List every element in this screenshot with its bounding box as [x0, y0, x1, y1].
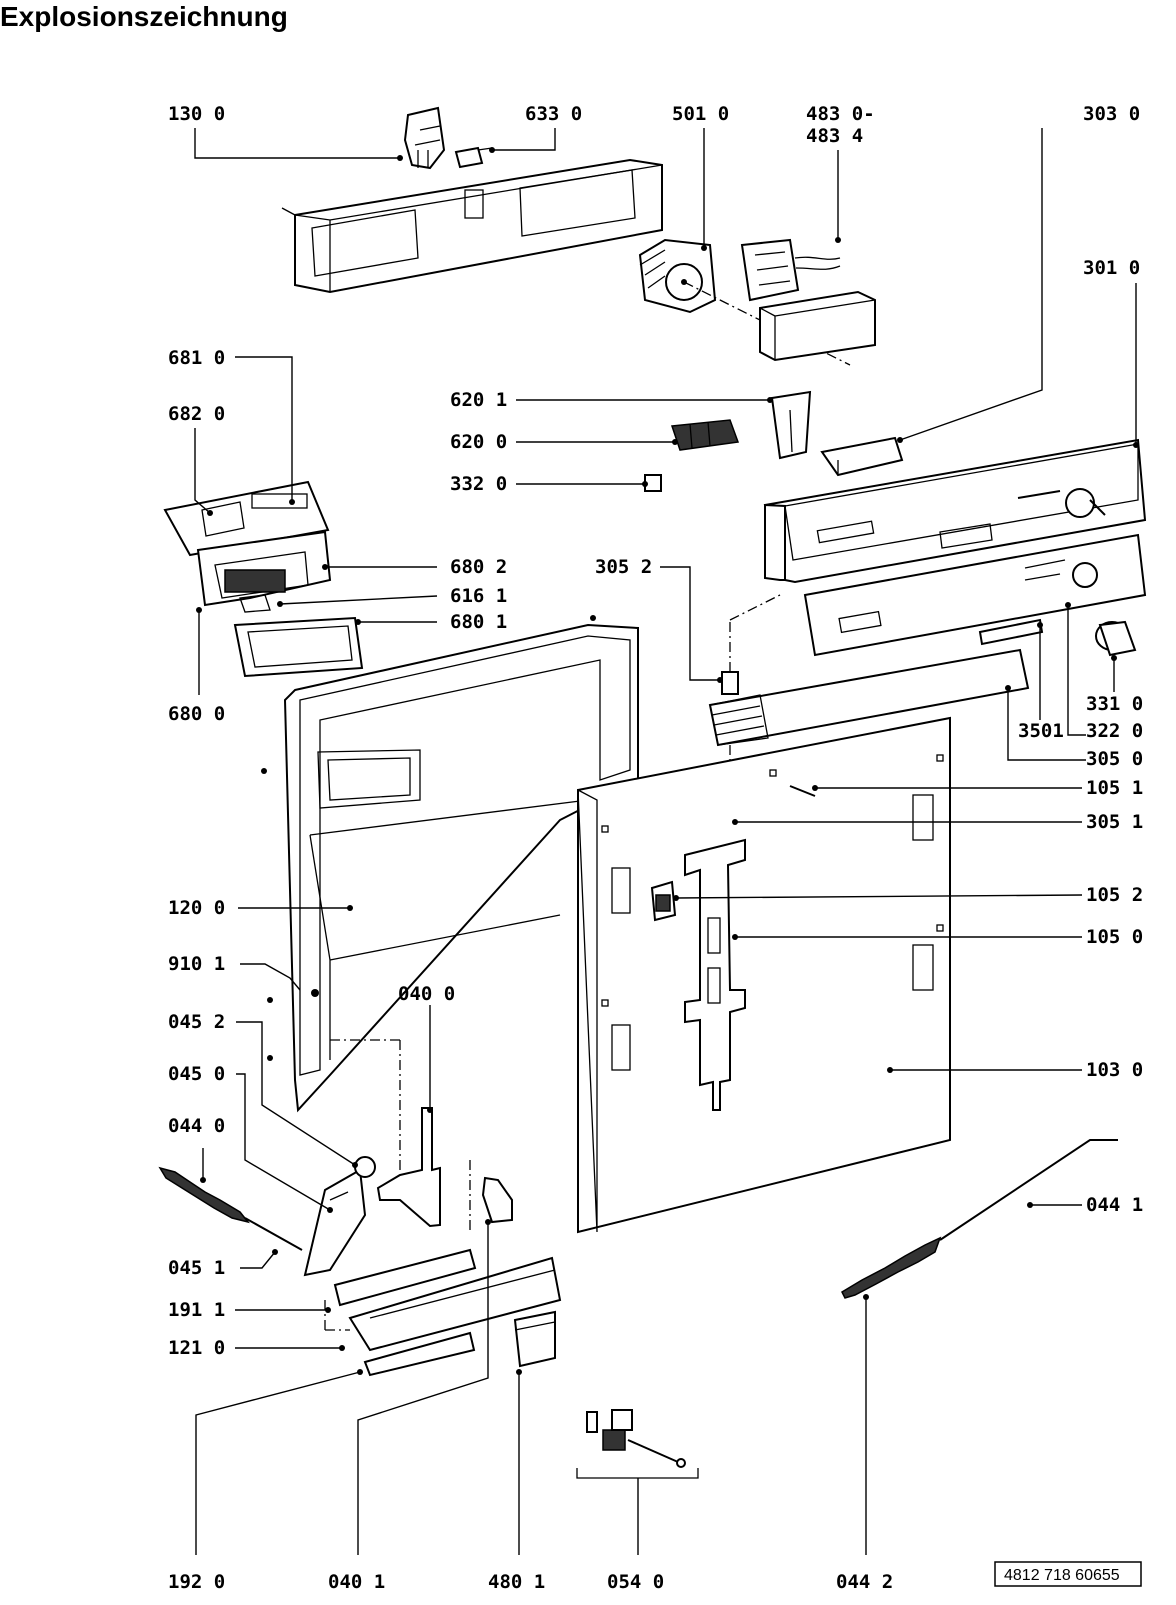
- part-spring-044-1: [841, 1139, 1118, 1299]
- label-682-0: 682 0: [168, 403, 225, 425]
- label-483-0: 483 0-: [806, 103, 875, 125]
- label-332-0: 332 0: [450, 473, 507, 495]
- label-191-1: 191 1: [168, 1299, 225, 1321]
- label-620-0: 620 0: [450, 431, 507, 453]
- label-331-0: 331 0: [1086, 693, 1143, 715]
- part-bracket-480: [513, 1310, 556, 1368]
- part-labels: 130 0 633 0 501 0 483 0- 483 4 303 0 301…: [168, 103, 1143, 1593]
- label-105-0: 105 0: [1086, 926, 1143, 948]
- label-045-0: 045 0: [168, 1063, 225, 1085]
- label-103-0: 103 0: [1086, 1059, 1143, 1081]
- label-322-0: 322 0: [1086, 720, 1143, 742]
- part-switch-block-620: [670, 419, 740, 451]
- label-045-1: 045 1: [168, 1257, 225, 1279]
- part-control-panel-303: [763, 438, 1147, 584]
- document-number-box: 4812 718 60655: [994, 1561, 1142, 1587]
- label-303-0: 303 0: [1083, 103, 1140, 125]
- label-680-1: 680 1: [450, 611, 507, 633]
- label-3501: 3501: [1018, 720, 1064, 742]
- label-305-1: 305 1: [1086, 811, 1143, 833]
- label-040-1: 040 1: [328, 1571, 385, 1593]
- label-121-0: 121 0: [168, 1337, 225, 1359]
- part-control-bar-305: [708, 594, 1044, 820]
- part-hinge-arm-045: [303, 1156, 376, 1277]
- part-holder-620-1: [770, 390, 812, 460]
- page-title: Explosionszeichnung: [0, 1, 288, 32]
- part-inner-door-120: [283, 623, 639, 1113]
- label-680-2: 680 2: [450, 556, 507, 578]
- label-616-1: 616 1: [450, 585, 507, 607]
- leader-lines: [194, 128, 1137, 1555]
- part-kit-054: [576, 1409, 699, 1479]
- part-control-panel-322: [803, 533, 1147, 657]
- leader-dots: [196, 147, 1139, 1375]
- label-633-0: 633 0: [525, 103, 582, 125]
- label-910-1: 910 1: [168, 953, 225, 975]
- label-045-2: 045 2: [168, 1011, 225, 1033]
- part-control-bracket-rail: [281, 158, 663, 294]
- part-latch-plate-105: [684, 838, 746, 1111]
- label-501-0: 501 0: [672, 103, 729, 125]
- part-pin-105-1: [789, 785, 816, 797]
- part-outer-door-103: [577, 716, 951, 1234]
- part-dispenser-680: [196, 530, 332, 613]
- part-spring-044-0: [158, 1166, 303, 1251]
- document-number: 4812 718 60655: [1004, 1567, 1120, 1584]
- part-timer-housing: [759, 290, 876, 362]
- part-connector-483: [740, 238, 841, 302]
- part-rail-191: [324, 1248, 562, 1352]
- part-gasket-680-1: [233, 616, 364, 678]
- label-105-1: 105 1: [1086, 777, 1143, 799]
- part-screws: [261, 615, 596, 1061]
- label-040-0: 040 0: [398, 983, 455, 1005]
- label-054-0: 054 0: [607, 1571, 664, 1593]
- part-hinge-guard-040-1: [481, 1176, 513, 1224]
- part-latch-105-2: [650, 880, 677, 922]
- part-clip-633: [454, 146, 493, 169]
- label-620-1: 620 1: [450, 389, 507, 411]
- label-192-0: 192 0: [168, 1571, 225, 1593]
- label-105-2: 105 2: [1086, 884, 1143, 906]
- part-rail-192: [363, 1331, 476, 1377]
- part-hinge-040: [376, 1040, 471, 1230]
- label-301-0: 301 0: [1083, 257, 1140, 279]
- label-130-0: 130 0: [168, 103, 225, 125]
- label-305-2: 305 2: [595, 556, 652, 578]
- label-681-0: 681 0: [168, 347, 225, 369]
- label-480-1: 480 1: [488, 1571, 545, 1593]
- label-680-0: 680 0: [168, 703, 225, 725]
- part-lever-301: [820, 436, 904, 477]
- label-120-0: 120 0: [168, 897, 225, 919]
- part-knob-331: [1095, 620, 1137, 657]
- label-044-0: 044 0: [168, 1115, 225, 1137]
- label-044-2: 044 2: [836, 1571, 893, 1593]
- label-483-4: 483 4: [806, 125, 863, 147]
- label-305-0: 305 0: [1086, 748, 1143, 770]
- label-044-1: 044 1: [1086, 1194, 1143, 1216]
- part-switch-130: [403, 106, 446, 170]
